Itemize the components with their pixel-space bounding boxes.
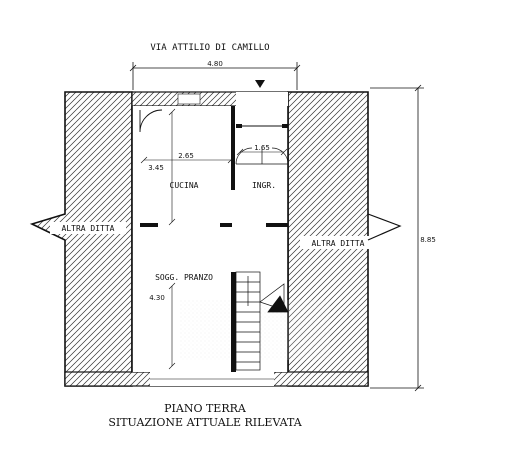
- total-depth-label: 8.85: [420, 236, 436, 244]
- dining-depth-label: 4.30: [149, 294, 165, 302]
- dining-depth-dimension: [168, 282, 176, 370]
- left-neighbor-label: ALTRA DITTA: [62, 224, 115, 233]
- left-neighbor-block: [29, 91, 133, 387]
- street-label: VIA ATTILIO DI CAMILLO: [150, 43, 269, 53]
- kitchen-label: CUCINA: [170, 181, 199, 190]
- top-dimension: [129, 62, 301, 90]
- partition-kitchen-entrance: [231, 106, 235, 190]
- dining-label: SOGG. PRANZO: [155, 273, 213, 282]
- top-window: [177, 93, 201, 105]
- plan-subtitle: SITUAZIONE ATTUALE RILEVATA: [108, 416, 302, 429]
- staircase: [235, 271, 289, 371]
- entrance-width-label: 1.65: [254, 144, 270, 152]
- plan-title: PIANO TERRA: [164, 402, 247, 415]
- top-width-label: 4.80: [207, 60, 223, 68]
- entrance-width-dimension: [236, 148, 288, 156]
- staircase-wall: [231, 272, 236, 372]
- entrance-label: INGR.: [252, 181, 276, 190]
- kitchen-width-label: 2.65: [178, 152, 194, 160]
- entrance-door-opening: [236, 92, 288, 106]
- right-dimension: [370, 84, 424, 392]
- right-neighbor-label: ALTRA DITTA: [312, 239, 365, 248]
- pillar-right: [266, 223, 288, 227]
- pillar-center: [220, 223, 232, 227]
- kitchen-door-swing: [139, 109, 163, 133]
- kitchen-depth-dimension: [168, 108, 176, 226]
- entrance-arrow-icon: [255, 80, 265, 88]
- kitchen-depth-label: 3.45: [148, 164, 164, 172]
- kitchen-width-dimension: [140, 156, 235, 164]
- pillar-left: [140, 223, 158, 227]
